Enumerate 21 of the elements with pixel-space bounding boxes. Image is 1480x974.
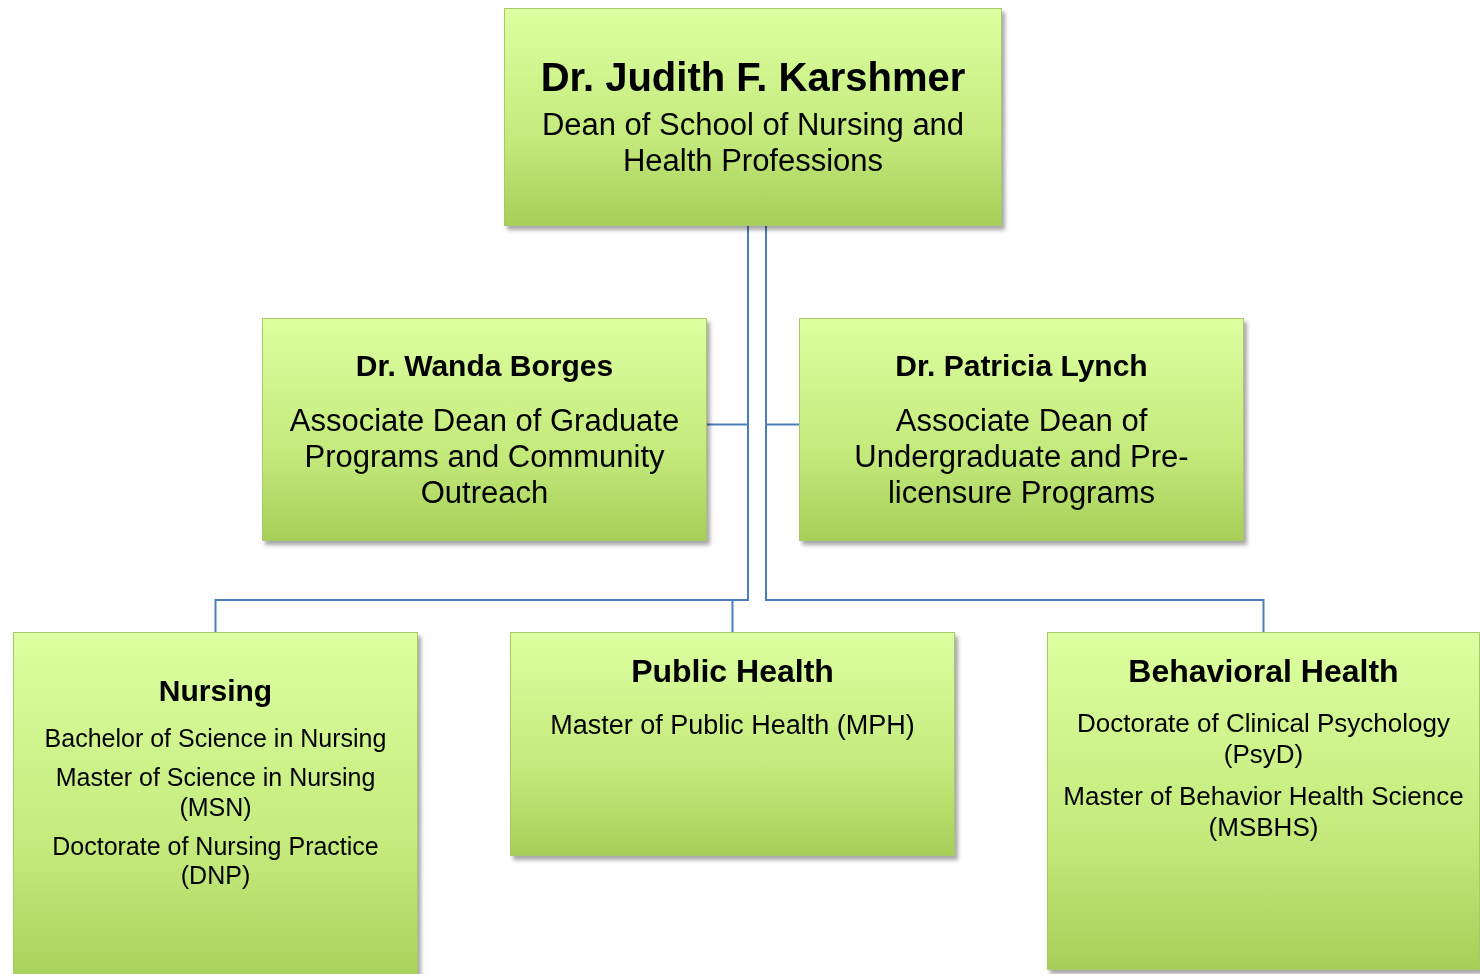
- org-chart-box: [510, 632, 955, 856]
- org-chart-box: [262, 318, 707, 541]
- role-text: Doctorate of Nursing Practice (DNP): [51, 831, 380, 891]
- org-chart-box: [504, 8, 1002, 226]
- role-text: Associate Dean of Graduate Programs and Community Outreach: [288, 402, 681, 512]
- role-text: Bachelor of Science in Nursing: [44, 724, 387, 754]
- person-name: Dr. Wanda Borges: [355, 347, 614, 383]
- org-chart-box: [13, 632, 418, 974]
- role-text: Master of Science in Nursing (MSN): [54, 763, 377, 822]
- role-text: Master of Behavior Health Science (MSBHS): [1062, 781, 1465, 843]
- role-text: Associate Dean of Undergraduate and Pre-licensure Programs: [853, 402, 1190, 512]
- org-chart-box: [1047, 632, 1480, 970]
- person-name: Public Health: [631, 653, 834, 691]
- role-text: Doctorate of Clinical Psychology (PsyD): [1076, 708, 1451, 770]
- person-name: Nursing: [158, 673, 273, 709]
- person-name: Behavioral Health: [1128, 653, 1399, 691]
- org-chart-box: [799, 318, 1244, 541]
- person-name: Dr. Judith F. Karshmer: [540, 54, 966, 102]
- role-text: Master of Public Health (MPH): [550, 710, 915, 742]
- role-text: Dean of School of Nursing and Health Professions: [540, 107, 966, 180]
- person-name: Dr. Patricia Lynch: [895, 347, 1148, 383]
